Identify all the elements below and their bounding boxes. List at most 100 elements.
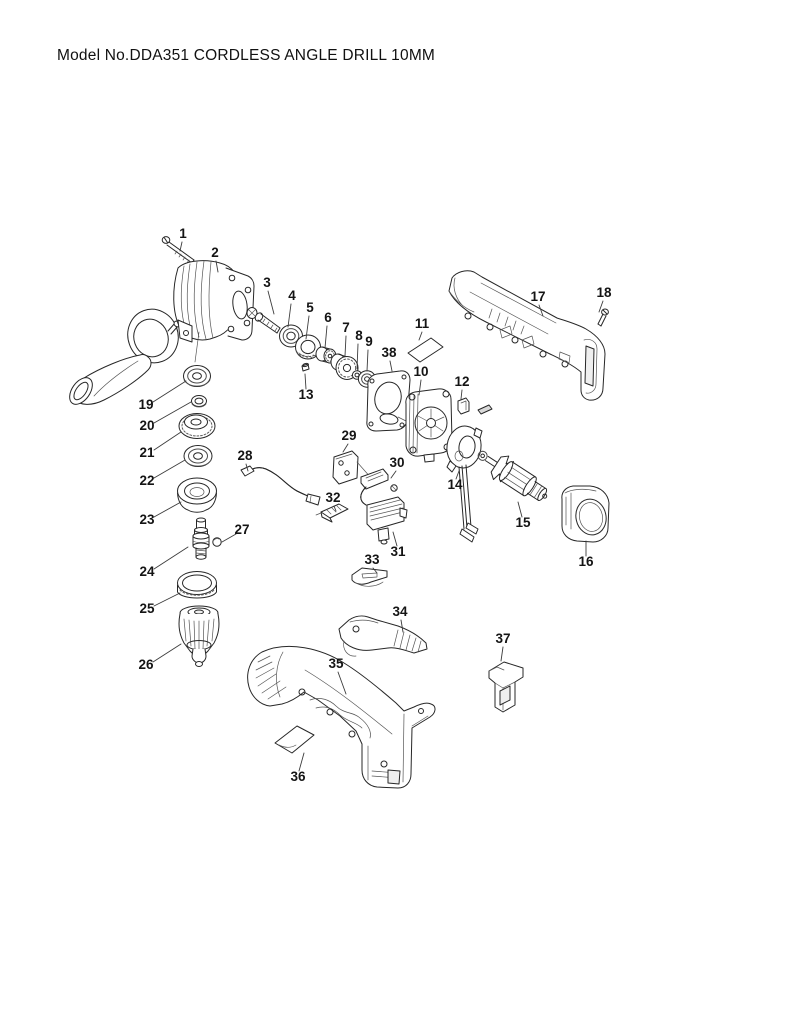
part-26-drawing <box>178 605 220 667</box>
leader-line-7 <box>344 335 347 357</box>
callout-30: 30 <box>389 455 404 470</box>
leader-line-29 <box>342 443 349 453</box>
callout-9: 9 <box>365 334 373 349</box>
part-22-drawing <box>183 445 213 467</box>
callout-35: 35 <box>328 656 344 671</box>
callout-23: 23 <box>139 512 155 527</box>
callout-18: 18 <box>596 285 612 300</box>
callout-34: 34 <box>392 604 408 619</box>
leader-line-36 <box>298 752 305 772</box>
callout-4: 4 <box>288 288 296 303</box>
callout-1: 1 <box>179 226 187 241</box>
callout-17: 17 <box>530 289 545 304</box>
part-12-drawing <box>457 397 493 415</box>
callout-22: 22 <box>139 473 154 488</box>
leader-line-32 <box>333 505 337 512</box>
callout-15: 15 <box>515 515 531 530</box>
part-33-drawing <box>351 567 388 587</box>
part-2-drawing <box>173 260 255 363</box>
callout-26: 26 <box>138 657 154 672</box>
page-title: Model No.DDA351 CORDLESS ANGLE DRILL 10M… <box>57 47 436 64</box>
leader-line-17 <box>538 304 544 317</box>
part-19-drawing <box>183 365 211 387</box>
part-29-drawing <box>332 450 373 485</box>
callout-21: 21 <box>139 445 155 460</box>
part-36-drawing <box>274 725 315 754</box>
leader-line-19 <box>152 380 187 403</box>
callout-27: 27 <box>234 522 249 537</box>
leader-line-37 <box>500 646 504 662</box>
leader-line-23 <box>153 501 182 518</box>
leader-line-21 <box>153 431 182 451</box>
leader-line-11 <box>418 331 423 341</box>
leader-line-31 <box>392 531 398 547</box>
leader-line-35 <box>337 671 347 695</box>
callout-16: 16 <box>578 554 594 569</box>
leader-line-12 <box>460 389 463 400</box>
part-10-drawing <box>405 388 453 463</box>
callout-31: 31 <box>390 544 406 559</box>
leader-line-28 <box>245 463 249 472</box>
callout-29: 29 <box>341 428 356 443</box>
leader-line-5 <box>305 315 310 340</box>
callout-28: 28 <box>237 448 253 463</box>
leader-line-13 <box>304 373 307 390</box>
part-13-drawing <box>301 362 310 372</box>
part-34-drawing <box>338 615 428 657</box>
leader-line-1 <box>179 241 183 252</box>
part-37-drawing <box>488 661 524 713</box>
callout-32: 32 <box>325 490 340 505</box>
leader-line-27 <box>221 533 237 543</box>
part-30-drawing <box>360 468 398 506</box>
part-side-handle-drawing <box>69 308 181 405</box>
part-23-drawing <box>177 477 217 513</box>
leader-line-30 <box>390 470 397 479</box>
callout-20: 20 <box>139 418 154 433</box>
callout-7: 7 <box>342 320 350 335</box>
callout-10: 10 <box>413 364 428 379</box>
part-15-drawing <box>477 450 548 502</box>
part-27-drawing <box>212 537 222 547</box>
leader-line-26 <box>152 643 182 663</box>
leader-line-6 <box>324 325 328 349</box>
part-31-drawing <box>366 496 408 545</box>
leader-line-24 <box>153 546 189 570</box>
leader-line-8 <box>356 343 359 370</box>
callout-12: 12 <box>454 374 469 389</box>
callout-33: 33 <box>364 552 380 567</box>
leader-line-34 <box>400 619 404 633</box>
part-14-drawing <box>446 425 483 543</box>
leader-line-20 <box>153 401 192 424</box>
callout-13: 13 <box>298 387 314 402</box>
leader-line-14 <box>455 470 460 480</box>
leader-line-25 <box>153 592 181 607</box>
callout-36: 36 <box>290 769 306 784</box>
part-5-drawing <box>295 334 321 360</box>
part-35-drawing <box>247 645 436 789</box>
leader-line-18 <box>598 300 604 313</box>
callout-25: 25 <box>139 601 155 616</box>
leader-line-4 <box>287 303 292 328</box>
leader-line-10 <box>418 379 422 396</box>
callout-3: 3 <box>263 275 271 290</box>
leader-line-22 <box>153 459 186 479</box>
callout-38: 38 <box>381 345 397 360</box>
part-21-drawing <box>178 413 216 439</box>
callout-19: 19 <box>138 397 153 412</box>
callout-11: 11 <box>415 316 430 331</box>
callout-37: 37 <box>495 631 510 646</box>
leader-line-38 <box>389 360 393 372</box>
callout-14: 14 <box>447 477 463 492</box>
callout-8: 8 <box>355 328 363 343</box>
leader-line-33 <box>372 567 378 574</box>
part-1-drawing <box>161 236 195 264</box>
leader-line-3 <box>267 290 275 315</box>
part-3-drawing <box>246 307 281 334</box>
leader-line-15 <box>517 501 523 518</box>
leader-line-9 <box>366 349 369 372</box>
part-11-drawing <box>407 337 444 363</box>
part-25-drawing <box>177 571 217 599</box>
part-16-drawing <box>561 485 610 543</box>
